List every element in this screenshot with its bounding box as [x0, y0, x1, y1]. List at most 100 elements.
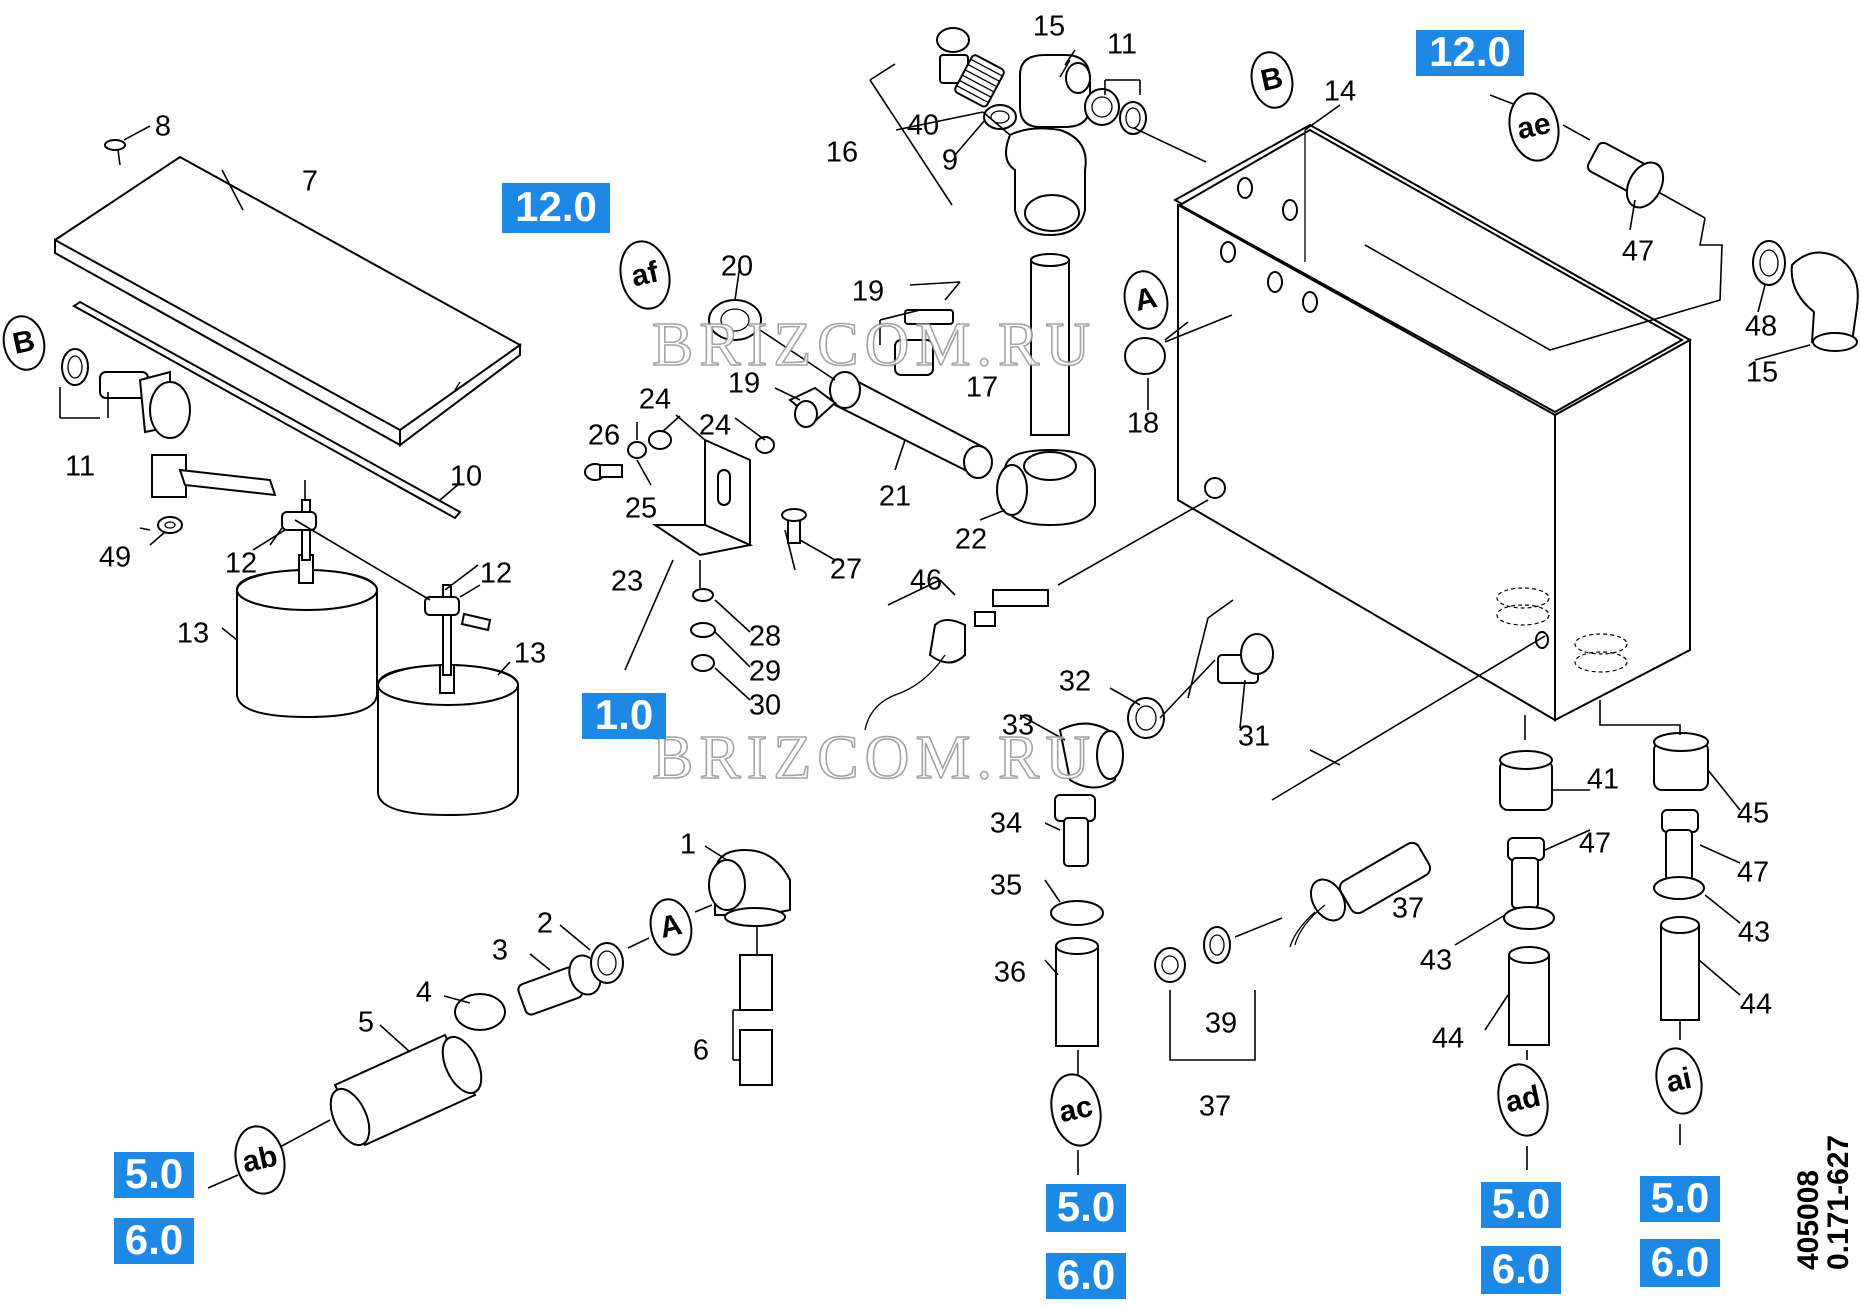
- part-number-37: 37: [1392, 893, 1424, 925]
- part-number-45: 45: [1737, 798, 1769, 830]
- part-number-37: 37: [1199, 1091, 1231, 1123]
- connector-oval: [1123, 270, 1169, 330]
- tank: [1172, 104, 1693, 722]
- part-number-16: 16: [826, 137, 858, 169]
- part-number-32: 32: [1059, 666, 1091, 698]
- watermark: BRIZCOM.RU: [652, 724, 1096, 792]
- part-number-39: 39: [1205, 1008, 1237, 1040]
- connector-oval: [1050, 1073, 1102, 1147]
- connector-label: ae: [1514, 107, 1554, 146]
- part-number-35: 35: [990, 870, 1022, 902]
- reference-box-bg: [582, 693, 666, 739]
- connector-oval: [619, 240, 671, 310]
- outlet-fittings-left: [1050, 599, 1274, 1075]
- inlet-assembly: [207, 845, 791, 1189]
- reference-box-bg: [1046, 1184, 1126, 1232]
- part-number-41: 41: [1587, 764, 1619, 796]
- reference-box[interactable]: 5.0: [1640, 1174, 1720, 1222]
- reference-box[interactable]: 6.0: [1046, 1251, 1126, 1299]
- part-number-9: 9: [942, 145, 958, 177]
- part-number-34: 34: [990, 808, 1022, 840]
- reference-box-label: 12.0: [515, 183, 597, 230]
- sensor-probe: [864, 499, 1209, 731]
- part-number-19: 19: [852, 276, 884, 308]
- part-number-36: 36: [994, 957, 1026, 989]
- part-number-15: 15: [1033, 11, 1065, 43]
- part-number-47: 47: [1737, 857, 1769, 889]
- float-left: [236, 480, 378, 719]
- watermark: BRIZCOM.RU: [652, 311, 1096, 379]
- connector-label: ac: [1056, 1090, 1096, 1129]
- top-fittings: [869, 27, 1207, 237]
- part-number-43: 43: [1738, 917, 1770, 949]
- outlet-fittings-right: [1077, 700, 1709, 1175]
- connector-label: ab: [239, 1140, 280, 1180]
- part-number-27: 27: [830, 554, 862, 586]
- float-valve-assembly: [59, 348, 277, 534]
- reference-box[interactable]: 6.0: [114, 1216, 194, 1264]
- drawing-code-line-1: 405008: [1792, 1170, 1825, 1270]
- drawing-code-line-2: 0.171-627: [1822, 1135, 1855, 1270]
- reference-box-label: 5.0: [1057, 1183, 1115, 1230]
- reference-box[interactable]: 6.0: [1481, 1245, 1561, 1294]
- part-number-48: 48: [1745, 311, 1777, 343]
- part-number-12: 12: [480, 558, 512, 590]
- reference-box[interactable]: 5.0: [1481, 1180, 1561, 1228]
- part-number-14: 14: [1324, 76, 1356, 108]
- connector-oval: [234, 1125, 286, 1195]
- leader-lines: [149, 49, 1811, 1031]
- reference-box-bg: [502, 183, 610, 233]
- connector-B: B: [1250, 51, 1294, 109]
- pipe-assembly: [708, 264, 993, 479]
- reference-box-bg: [1640, 1239, 1720, 1287]
- reference-box-label: 6.0: [1651, 1238, 1709, 1285]
- reference-box[interactable]: 12.0: [1416, 28, 1524, 76]
- part-number-21: 21: [879, 481, 911, 513]
- connector-oval: [1508, 92, 1560, 162]
- part-number-46: 46: [910, 565, 942, 597]
- part-number-43: 43: [1420, 945, 1452, 977]
- reference-box-label: 6.0: [125, 1216, 183, 1263]
- connector-oval: [1497, 1063, 1549, 1137]
- part-number-49: 49: [99, 542, 131, 574]
- part-number-4: 4: [416, 977, 432, 1009]
- reference-box[interactable]: 5.0: [114, 1150, 194, 1198]
- part-number-24: 24: [699, 410, 731, 442]
- connector-oval: [1250, 51, 1294, 109]
- part-number-12: 12: [225, 548, 257, 580]
- part-number-33: 33: [1002, 710, 1034, 742]
- part-number-7: 7: [302, 166, 318, 198]
- reference-box[interactable]: 12.0: [502, 183, 610, 233]
- connector-B: B: [2, 315, 46, 371]
- part-number-15: 15: [1746, 357, 1778, 389]
- watermark-layer: BRIZCOM.RU BRIZCOM.RU: [651, 310, 1096, 793]
- part-number-29: 29: [749, 656, 781, 688]
- plug: [1124, 314, 1233, 375]
- part-number-44: 44: [1432, 1023, 1464, 1055]
- reference-box-bg: [1481, 1182, 1561, 1228]
- part-number-13: 13: [177, 618, 209, 650]
- reference-box-label: 12.0: [1429, 28, 1511, 75]
- connector-af: af: [619, 240, 671, 310]
- reference-box[interactable]: 1.0: [582, 691, 666, 739]
- connector-A: A: [649, 898, 693, 956]
- part-number-25: 25: [625, 493, 657, 525]
- reference-box[interactable]: 5.0: [1046, 1183, 1126, 1232]
- part-number-8: 8: [155, 111, 171, 143]
- reference-box-label: 5.0: [1651, 1174, 1709, 1221]
- part-number-11: 11: [1107, 29, 1137, 61]
- reference-box[interactable]: 6.0: [1640, 1238, 1720, 1287]
- part-number-13: 13: [514, 638, 546, 670]
- connector-A: A: [1123, 270, 1169, 330]
- part-number-40: 40: [907, 110, 939, 142]
- vertical-nipple-and-elbow: [979, 253, 1096, 527]
- part-number-26: 26: [588, 420, 620, 452]
- reference-box-label: 6.0: [1057, 1251, 1115, 1298]
- part-number-11: 11: [65, 451, 95, 483]
- connector-ad: ad: [1497, 1063, 1549, 1137]
- connector-oval: [2, 315, 46, 371]
- part-number-2: 2: [537, 908, 553, 940]
